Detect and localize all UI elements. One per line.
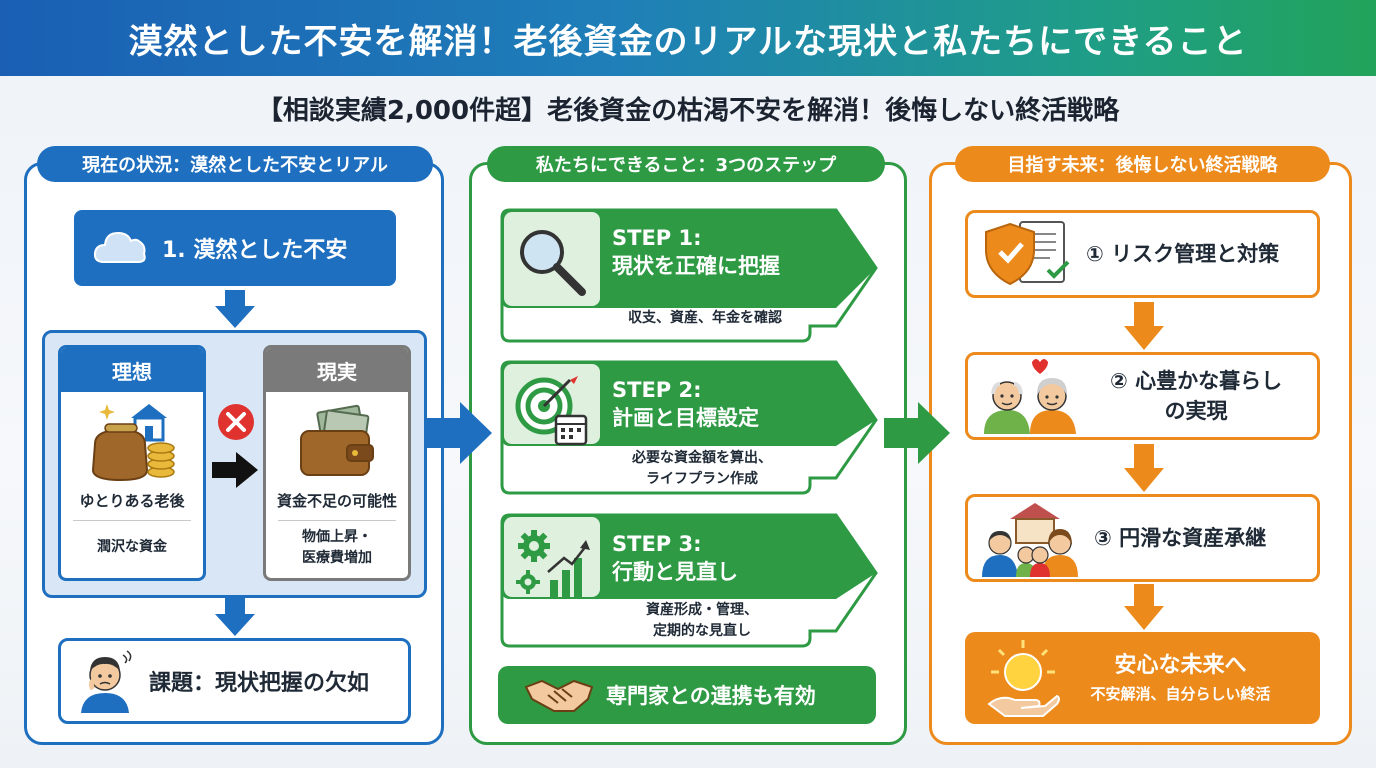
- handshake-icon: [524, 679, 594, 712]
- secure-future-subtitle: 不安解消、自分らしい終活: [1090, 685, 1271, 703]
- step-1-title: STEP 1: 現状を正確に把握: [612, 224, 780, 280]
- magnifier-icon: [520, 230, 586, 296]
- column-tab-current: 現在の状況：漠然とした不安とリアル: [37, 146, 433, 182]
- page-subtitle: 【相談実績2,000件超】老後資金の枯渇不安を解消！後悔しない終活戦略: [256, 95, 1120, 126]
- goal-2-line2: の実現: [1164, 399, 1228, 423]
- coin-purse-house-icon: [91, 404, 175, 482]
- worried-person-icon: [81, 650, 132, 713]
- vague-anxiety-box: 1. 漠然とした不安: [74, 210, 396, 286]
- step-1-desc-line1: 収支、資産、年金を確認: [628, 310, 782, 326]
- step-1-heading: 現状を正確に把握: [612, 254, 780, 278]
- cross-mark-icon: [218, 404, 254, 440]
- reality-card: 現実 資金不足の可能性 物価上昇・ 医療費増加: [263, 345, 411, 581]
- ideal-card-head: 理想: [61, 348, 203, 392]
- step-3-heading: 行動と見直し: [612, 560, 738, 584]
- step-3-title: STEP 3: 行動と見直し: [612, 530, 738, 586]
- step-1-number: STEP 1:: [612, 226, 702, 250]
- arrow-down-icon: [1124, 302, 1164, 350]
- family-house-icon: [982, 503, 1078, 577]
- goal-3-label: ③ 円滑な資産承継: [1094, 526, 1267, 550]
- ideal-main-text: ゆとりある老後: [79, 492, 185, 510]
- step-2-heading: 計画と目標設定: [612, 406, 759, 430]
- step-3-description: 資産形成・管理、 定期的な見直し: [590, 600, 814, 642]
- arrow-down-icon: [215, 290, 255, 328]
- reality-sub-text-2: 医療費増加: [302, 550, 372, 566]
- coin-purse-icon: [91, 423, 149, 482]
- arrow-right-icon: [884, 402, 950, 464]
- elderly-couple-icon: [984, 359, 1076, 434]
- ideal-card: 理想 ゆとりある老後 潤沢な資金: [58, 345, 206, 581]
- goal-asset-succession: ③ 円滑な資産承継: [965, 494, 1320, 582]
- page-title-banner: 漠然とした不安を解消！老後資金のリアルな現状と私たちにできること: [0, 0, 1376, 76]
- goal-2-line1: ② 心豊かな暮らし: [1110, 369, 1283, 393]
- goal-1-label: ① リスク管理と対策: [1086, 242, 1280, 266]
- arrow-down-icon: [1124, 444, 1164, 492]
- secure-future-title: 安心な未来へ: [1114, 653, 1247, 678]
- step-1-arrow-shape: [500, 208, 878, 343]
- gear-chart-icon: [516, 530, 590, 598]
- step-2-number: STEP 2:: [612, 378, 702, 402]
- arrow-down-icon: [215, 598, 255, 636]
- column-tab-future: 目指す未来：後悔しない終活戦略: [955, 146, 1330, 182]
- step-2-description: 必要な資金額を算出、 ライフプラン作成: [590, 448, 814, 490]
- step-1-description: 収支、資産、年金を確認: [600, 308, 810, 329]
- secure-future-box: 安心な未来へ 不安解消、自分らしい終活: [965, 632, 1320, 724]
- goal-risk-management: ① リスク管理と対策: [965, 210, 1320, 298]
- ideal-divider: [73, 520, 191, 521]
- step-3-desc-line1: 資産形成・管理、: [646, 602, 758, 618]
- arrow-down-icon: [1124, 584, 1164, 630]
- expert-partnership-box: 専門家との連携も有効: [498, 666, 876, 724]
- cloud-icon: [92, 224, 148, 272]
- page-title: 漠然とした不安を解消！老後資金のリアルな現状と私たちにできること: [128, 21, 1248, 62]
- shield-document-icon: [985, 221, 1070, 286]
- step-3-desc-line2: 定期的な見直し: [653, 623, 751, 639]
- step-2-desc-line2: ライフプラン作成: [646, 471, 758, 487]
- issue-label: 課題：現状把握の欠如: [149, 671, 370, 696]
- expert-partnership-label: 専門家との連携も有効: [606, 684, 816, 708]
- arrow-right-icon: [212, 452, 258, 488]
- ideal-sub-text: 潤沢な資金: [97, 539, 167, 555]
- step-2-desc-line1: 必要な資金額を算出、: [632, 450, 772, 466]
- column-tab-steps: 私たちにできること：3つのステップ: [487, 146, 885, 182]
- vague-anxiety-label: 1. 漠然とした不安: [162, 238, 348, 263]
- reality-main-text: 資金不足の可能性: [276, 492, 397, 510]
- step-2-arrow-shape: [500, 360, 878, 495]
- target-icon: [515, 376, 588, 446]
- reality-sub-text-1: 物価上昇・: [302, 529, 372, 545]
- step-2-title: STEP 2: 計画と目標設定: [612, 376, 759, 432]
- goal-fulfilling-life: ② 心豊かな暮らし の実現: [965, 352, 1320, 440]
- goal-2-label: ② 心豊かな暮らし の実現: [1110, 366, 1282, 426]
- issue-box: 課題：現状把握の欠如: [58, 638, 411, 724]
- step-3-number: STEP 3:: [612, 532, 702, 556]
- arrow-right-icon: [426, 402, 492, 464]
- sun-hand-icon: [987, 640, 1060, 717]
- wallet-icon: [300, 404, 374, 476]
- reality-divider: [278, 520, 396, 521]
- reality-card-head: 現実: [266, 348, 408, 392]
